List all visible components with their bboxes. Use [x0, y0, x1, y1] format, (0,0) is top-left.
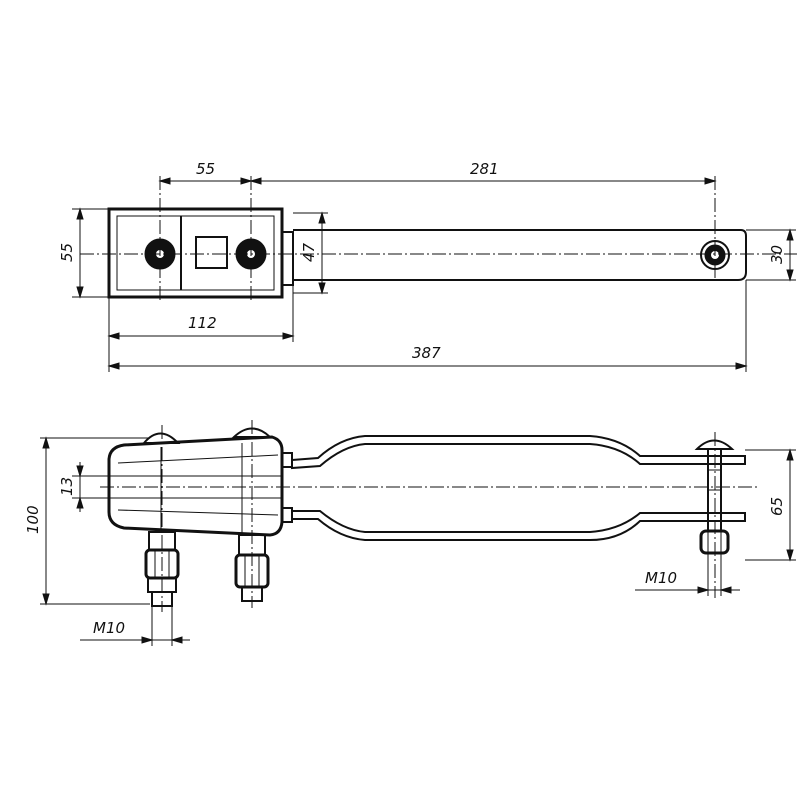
dim-hole-spacing-label: 55 — [196, 160, 215, 178]
square-nut — [195, 236, 228, 269]
dim-387-arrow-left — [107, 362, 120, 370]
dim-65-arrow-top — [786, 448, 794, 461]
strap-bar — [293, 229, 747, 281]
connector-plate — [281, 231, 294, 286]
dim-m10-right-arrow-1 — [697, 586, 710, 594]
dim-30-arrow-top — [786, 228, 794, 241]
end-bolt-head — [694, 439, 735, 450]
dim-30-arrow-bottom — [786, 269, 794, 282]
top-view: 55 281 55 47 30 112 — [58, 160, 797, 372]
clamp-block-inner — [116, 215, 275, 291]
dim-gap-label: 13 — [58, 477, 76, 496]
strap-lower — [291, 510, 746, 541]
dim-112-arrow-left — [107, 332, 120, 340]
wedge-body — [107, 435, 284, 537]
strap-upper — [291, 435, 746, 470]
dim-55h-arrow-right — [240, 177, 253, 185]
dim-55h-arrow-left — [158, 177, 171, 185]
dim-13-arrow-top — [76, 465, 84, 478]
wedge-inner-lower — [117, 509, 279, 516]
dim-100-arrow-top — [42, 436, 50, 449]
dim-jaw-height-label: 65 — [768, 497, 786, 516]
dim-end-height-label: 30 — [768, 245, 786, 264]
dim-281-arrow-left — [249, 177, 262, 185]
dim-m10-left-arrow-1 — [141, 636, 154, 644]
dim-block-length-label: 112 — [188, 314, 217, 332]
dim-112-arrow-right — [282, 332, 295, 340]
dim-m10-left-arrow-2 — [170, 636, 183, 644]
dim-387-arrow-right — [735, 362, 748, 370]
side-view: 100 13 65 M10 M10 — [24, 420, 796, 646]
dim-thread-left-label: M10 — [93, 619, 125, 637]
dim-281-arrow-right — [704, 177, 717, 185]
dim-13-arrow-bottom — [76, 496, 84, 509]
dim-bar-height-label: 47 — [300, 242, 318, 262]
dim-47-arrow-top — [318, 211, 326, 224]
dim-block-height-label: 55 — [58, 243, 76, 262]
dim-m10-right-arrow-2 — [719, 586, 732, 594]
dim-overall-length-label: 387 — [412, 344, 441, 362]
dim-47-arrow-bottom — [318, 282, 326, 295]
dim-65-arrow-bottom — [786, 549, 794, 562]
dim-overall-height-label: 100 — [24, 505, 42, 534]
dim-55v-arrow-top — [76, 207, 84, 220]
dim-bolt-to-end-label: 281 — [470, 160, 499, 178]
dim-100-arrow-bottom — [42, 593, 50, 606]
wedge-inner-upper — [117, 454, 279, 464]
dim-55v-arrow-bottom — [76, 286, 84, 299]
dim-thread-right-label: M10 — [645, 569, 677, 587]
